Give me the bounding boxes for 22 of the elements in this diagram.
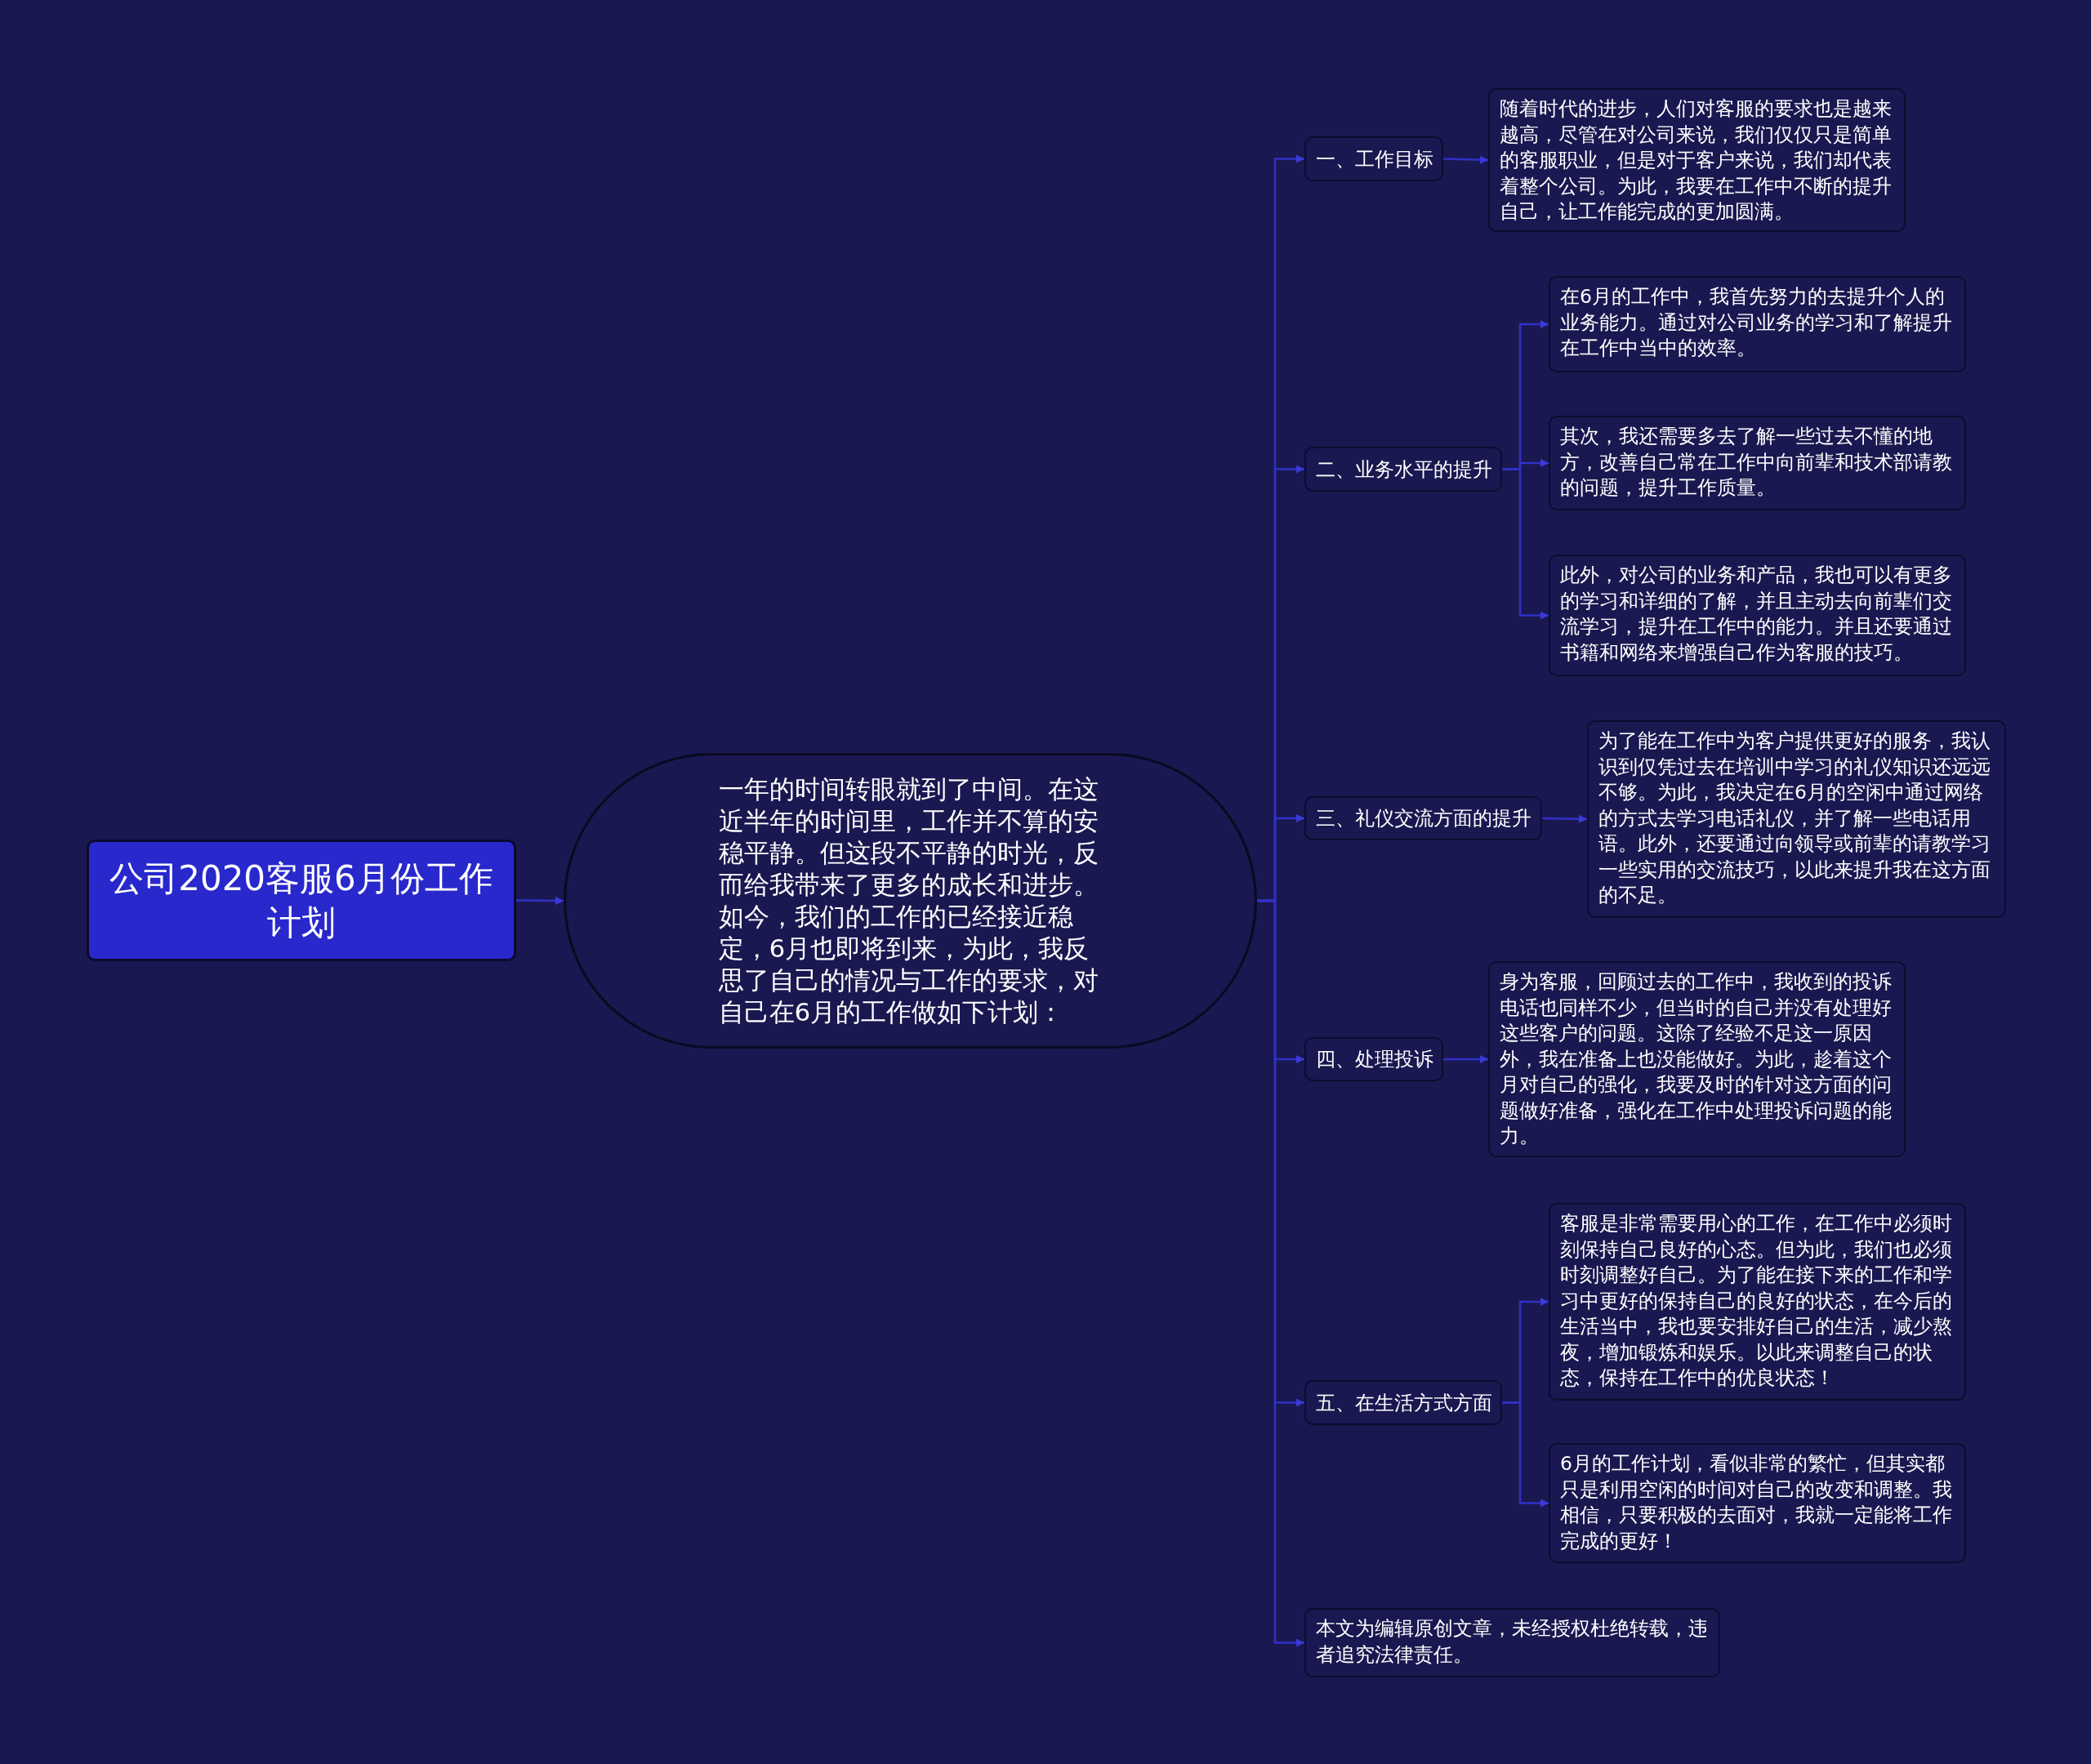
text-box: 身为客服，回顾过去的工作中，我收到的投诉电话也同样不少，但当时的自己并没有处理好这些客户的问题。这除了经验不足这一原因外，我在准备上也没能做好。为此，趁着这个月对自己的强化，我要及时的针对这方面的问题做好准备，强化在工作中处理投诉问题的能力。: [1488, 961, 1906, 1157]
title-box: 公司2020客服6月份工作计划: [87, 840, 516, 961]
text-box: 其次，我还需要多去了解一些过去不懂的地方，改善自己常在工作中向前辈和技术部请教的问题，提升工作质量。: [1549, 416, 1966, 510]
topic-box: 四、处理投诉: [1304, 1037, 1443, 1081]
connector-arrow: [1442, 155, 1489, 164]
connector-arrow: [516, 896, 564, 905]
connector-arrow: [1443, 1055, 1488, 1063]
text-box: 随着时代的进步，人们对客服的要求也是越来越高，尽管在对公司来说，我们仅仅只是简单的客服职业，但是对于客户来说，我们却代表着整个公司。为此，我要在工作中不断的提升自己，让工作能完成的更加圆满。: [1488, 88, 1906, 232]
note-box: 本文为编辑原创文章，未经授权杜绝转载，违者追究法律责任。: [1304, 1608, 1720, 1677]
topic-box: 三、礼仪交流方面的提升: [1304, 796, 1542, 840]
text-box: 在6月的工作中，我首先努力的去提升个人的业务能力。通过对公司业务的学习和了解提升在工作中当中的效率。: [1549, 276, 1966, 372]
topic-box: 二、业务水平的提升: [1304, 447, 1502, 492]
connector-arrow: [1257, 899, 1304, 1647]
text-box: 此外，对公司的业务和产品，我也可以有更多的学习和详细的了解，并且主动去向前辈们交流学习，提升在工作中的能力。并且还要通过书籍和网络来增强自己作为客服的技巧。: [1549, 555, 1966, 676]
text-box: 6月的工作计划，看似非常的繁忙，但其实都只是利用空闲的时间对自己的改变和调整。我相信，只要积极的去面对，我就一定能将工作完成的更好！: [1549, 1443, 1966, 1563]
connector-arrow: [1541, 814, 1588, 823]
text-box: 为了能在工作中为客户提供更好的服务，我认识到仅凭过去在培训中学习的礼仪知识还远远不够。为此，我决定在6月的空闲中通过网络的方式去学习电话礼仪，并了解一些电话用语。此外，还要通过向领导或前辈的请教学习一些实用的交流技巧，以此来提升我在这方面的不足。: [1587, 720, 2006, 918]
topic-box: 五、在生活方式方面: [1304, 1380, 1502, 1425]
connector-arrow: [1502, 1401, 1549, 1508]
topic-box: 一、工作目标: [1304, 136, 1443, 181]
text-box: 客服是非常需要用心的工作，在工作中必须时刻保持自己良好的心态。但为此，我们也必须时刻调整好自己。为了能在接下来的工作和学习中更好的保持自己的良好的状态，在今后的生活当中，我也要安排好自己的生活，减少熬夜，增加锻炼和娱乐。以此来调整自己的状态，保持在工作中的优良状态！: [1549, 1203, 1966, 1401]
connector-arrow: [1502, 468, 1549, 620]
